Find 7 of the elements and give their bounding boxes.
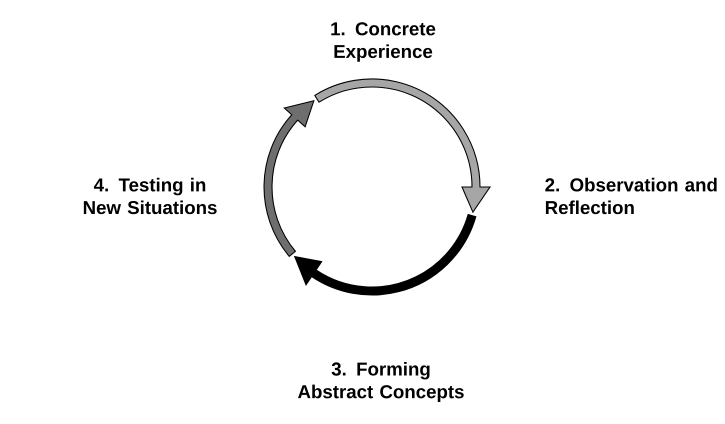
stage-label: 4. Testing in New Situations [84,178,217,214]
cycle-arrow [294,214,476,296]
stage-label: 1. Concrete Experience [331,22,436,62]
cycle-arrow [264,100,314,257]
stage-label: 3. Forming Abstract Concepts [298,362,464,402]
cycle-arrow [314,78,491,213]
stage-label: 2. Observation and Reflection [545,178,717,214]
